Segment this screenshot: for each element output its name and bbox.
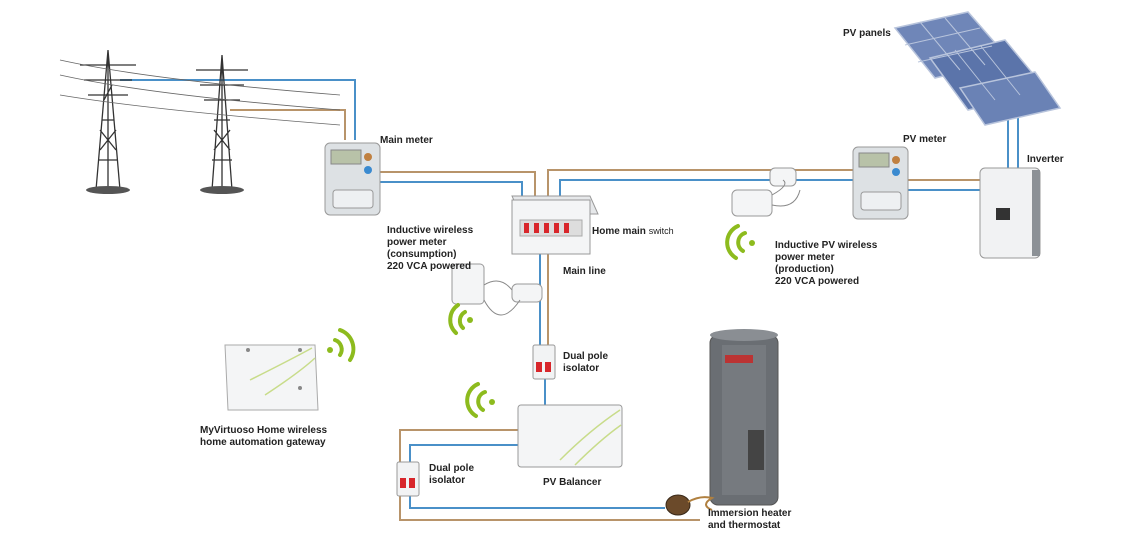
gateway-device: [224, 344, 319, 411]
pv-balancer-device: [517, 404, 623, 468]
main-meter-device: [324, 142, 381, 216]
home-main-switch-device: [511, 195, 599, 255]
label-immersion-heater: Immersion heater and thermostat: [708, 508, 792, 531]
label-pv-panels: PV panels: [843, 28, 891, 39]
water-heater-device: [709, 329, 779, 506]
pv-meter-device: [852, 146, 909, 220]
power-pylons: [59, 49, 341, 194]
dual-pole-isolator-2: [396, 461, 420, 497]
grid-wire-brown: [230, 109, 346, 140]
label-dual-pole-isolator-2: Dual pole isolator: [429, 463, 475, 486]
label-pv-meter: PV meter: [903, 134, 947, 145]
grid-wire-blue: [120, 79, 356, 140]
inductive-production-meter: [731, 167, 801, 217]
label-gateway: MyVirtuoso Home wireless home automation…: [200, 425, 328, 448]
meter-switch-brown: [380, 171, 536, 200]
pv-panels-device: [893, 11, 1062, 126]
switch-pvmeter-brown: [547, 169, 855, 200]
pylon-right: [196, 54, 248, 191]
pylon-left: [80, 49, 136, 191]
label-home-main-suffix: switch: [648, 226, 674, 236]
inverter-device: [979, 167, 1041, 259]
immersion-heater-device: [665, 494, 715, 516]
wifi-signal-gateway: [327, 328, 356, 362]
label-inverter: Inverter: [1027, 154, 1064, 165]
label-pv-balancer: PV Balancer: [543, 477, 602, 488]
switch-pvmeter-blue: [559, 179, 855, 200]
ground-shadow: [200, 186, 244, 194]
meter-switch-blue: [380, 181, 523, 200]
inductive-consumption-meter: [451, 263, 543, 316]
wifi-signal-balancer: [465, 382, 495, 418]
label-home-main: Home main: [592, 226, 646, 237]
power-lines: [59, 59, 341, 126]
wifi-signal-production: [725, 224, 755, 260]
ground-shadow: [86, 186, 130, 194]
label-main-line: Main line: [563, 266, 606, 277]
label-dual-pole-isolator-1: Dual pole isolator: [563, 351, 609, 374]
label-inductive-consumption: Inductive wireless power meter (consumpt…: [387, 225, 474, 272]
label-home-main-switch: Home main switch: [592, 225, 674, 238]
label-main-meter: Main meter: [380, 135, 433, 146]
label-inductive-production: Inductive PV wireless power meter (produ…: [775, 240, 878, 287]
wifi-signal-consumption: [448, 303, 473, 335]
dual-pole-isolator-1: [532, 344, 556, 380]
